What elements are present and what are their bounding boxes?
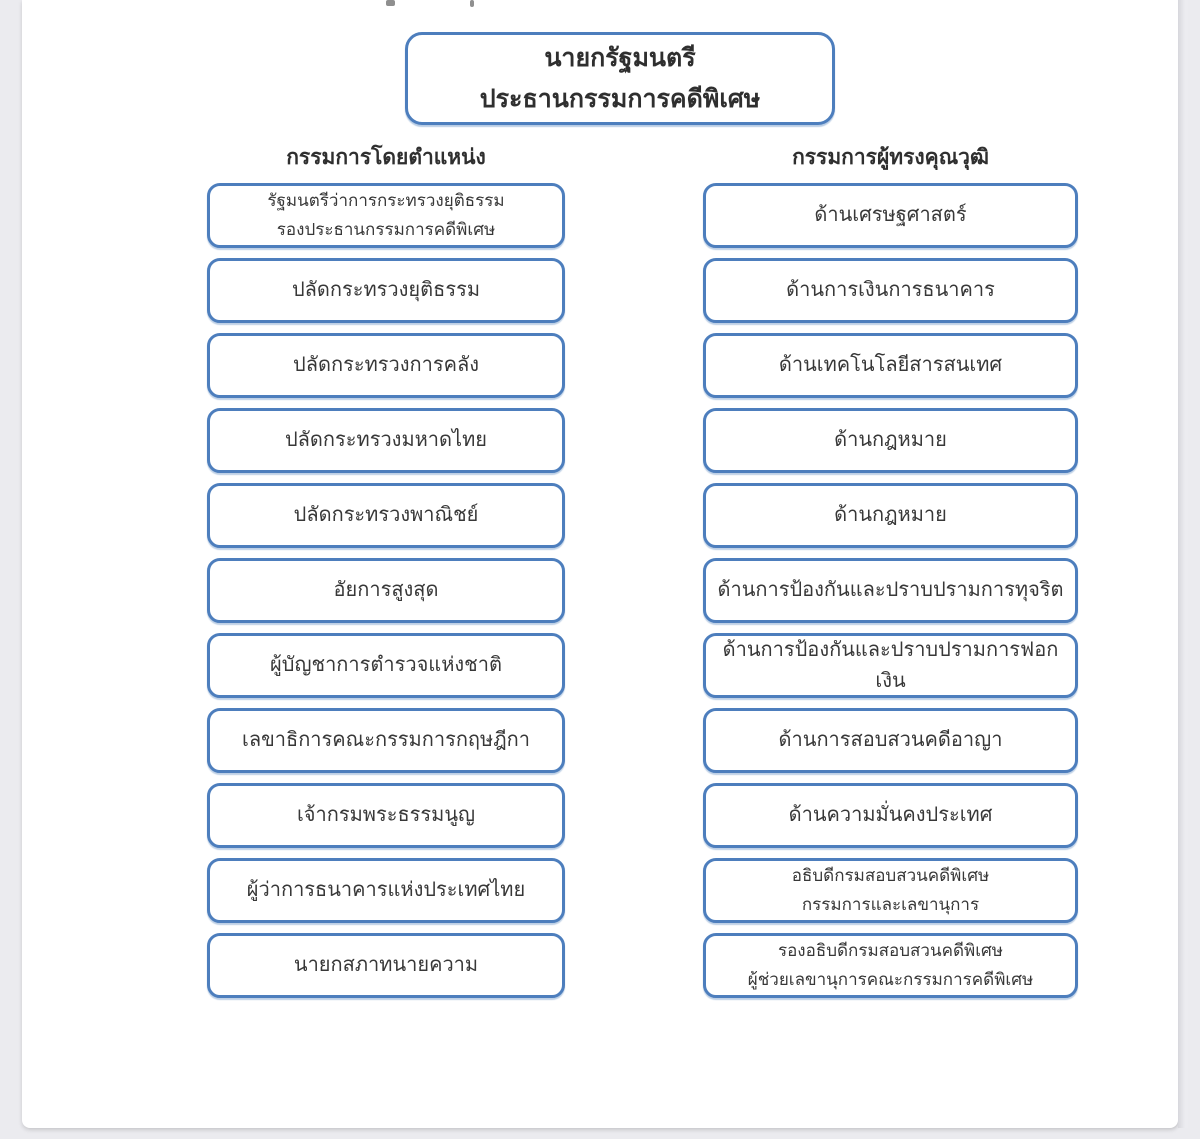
qualified-box: ด้านการเงินการธนาคาร <box>703 258 1078 323</box>
ex-officio-box: เจ้ากรมพระธรรมนูญ <box>207 783 565 848</box>
ex-officio-box: นายกสภาทนายความ <box>207 933 565 998</box>
page-edge-shadow <box>1178 0 1188 1128</box>
ex-officio-column-header: กรรมการโดยตำแหน่ง <box>286 146 486 169</box>
ex-officio-box: ผู้ว่าการธนาคารแห่งประเทศไทย <box>207 858 565 923</box>
qualified-box: ด้านการป้องกันและปราบปรามการฟอกเงิน <box>703 633 1078 698</box>
qualified-box: รองอธิบดีกรมสอบสวนคดีพิเศษ ผู้ช่วยเลขานุ… <box>703 933 1078 998</box>
cropped-text-remnant <box>386 0 395 6</box>
qualified-column: ด้านเศรษฐศาสตร์ ด้านการเงินการธนาคาร ด้า… <box>703 183 1078 998</box>
qualified-box: ด้านการสอบสวนคดีอาญา <box>703 708 1078 773</box>
cropped-text-remnant <box>470 0 474 7</box>
qualified-box: ด้านเศรษฐศาสตร์ <box>703 183 1078 248</box>
chairman-box: นายกรัฐมนตรี ประธานกรรมการคดีพิเศษ <box>405 32 835 125</box>
ex-officio-box: ปลัดกระทรวงยุติธรรม <box>207 258 565 323</box>
ex-officio-box: ผู้บัญชาการตำรวจแห่งชาติ <box>207 633 565 698</box>
ex-officio-box: ปลัดกระทรวงมหาดไทย <box>207 408 565 473</box>
qualified-box: ด้านกฎหมาย <box>703 483 1078 548</box>
ex-officio-column: รัฐมนตรีว่าการกระทรวงยุติธรรม รองประธานก… <box>207 183 565 998</box>
qualified-box: ด้านกฎหมาย <box>703 408 1078 473</box>
qualified-box: ด้านการป้องกันและปราบปรามการทุจริต <box>703 558 1078 623</box>
ex-officio-box: รัฐมนตรีว่าการกระทรวงยุติธรรม รองประธานก… <box>207 183 565 248</box>
ex-officio-box: ปลัดกระทรวงการคลัง <box>207 333 565 398</box>
qualified-box: ด้านความมั่นคงประเทศ <box>703 783 1078 848</box>
qualified-column-header: กรรมการผู้ทรงคุณวุฒิ <box>792 146 989 169</box>
ex-officio-box: ปลัดกระทรวงพาณิชย์ <box>207 483 565 548</box>
qualified-box: ด้านเทคโนโลยีสารสนเทศ <box>703 333 1078 398</box>
qualified-box: อธิบดีกรมสอบสวนคดีพิเศษ กรรมการและเลขานุ… <box>703 858 1078 923</box>
ex-officio-box: อัยการสูงสุด <box>207 558 565 623</box>
ex-officio-box: เลขาธิการคณะกรรมการกฤษฎีกา <box>207 708 565 773</box>
